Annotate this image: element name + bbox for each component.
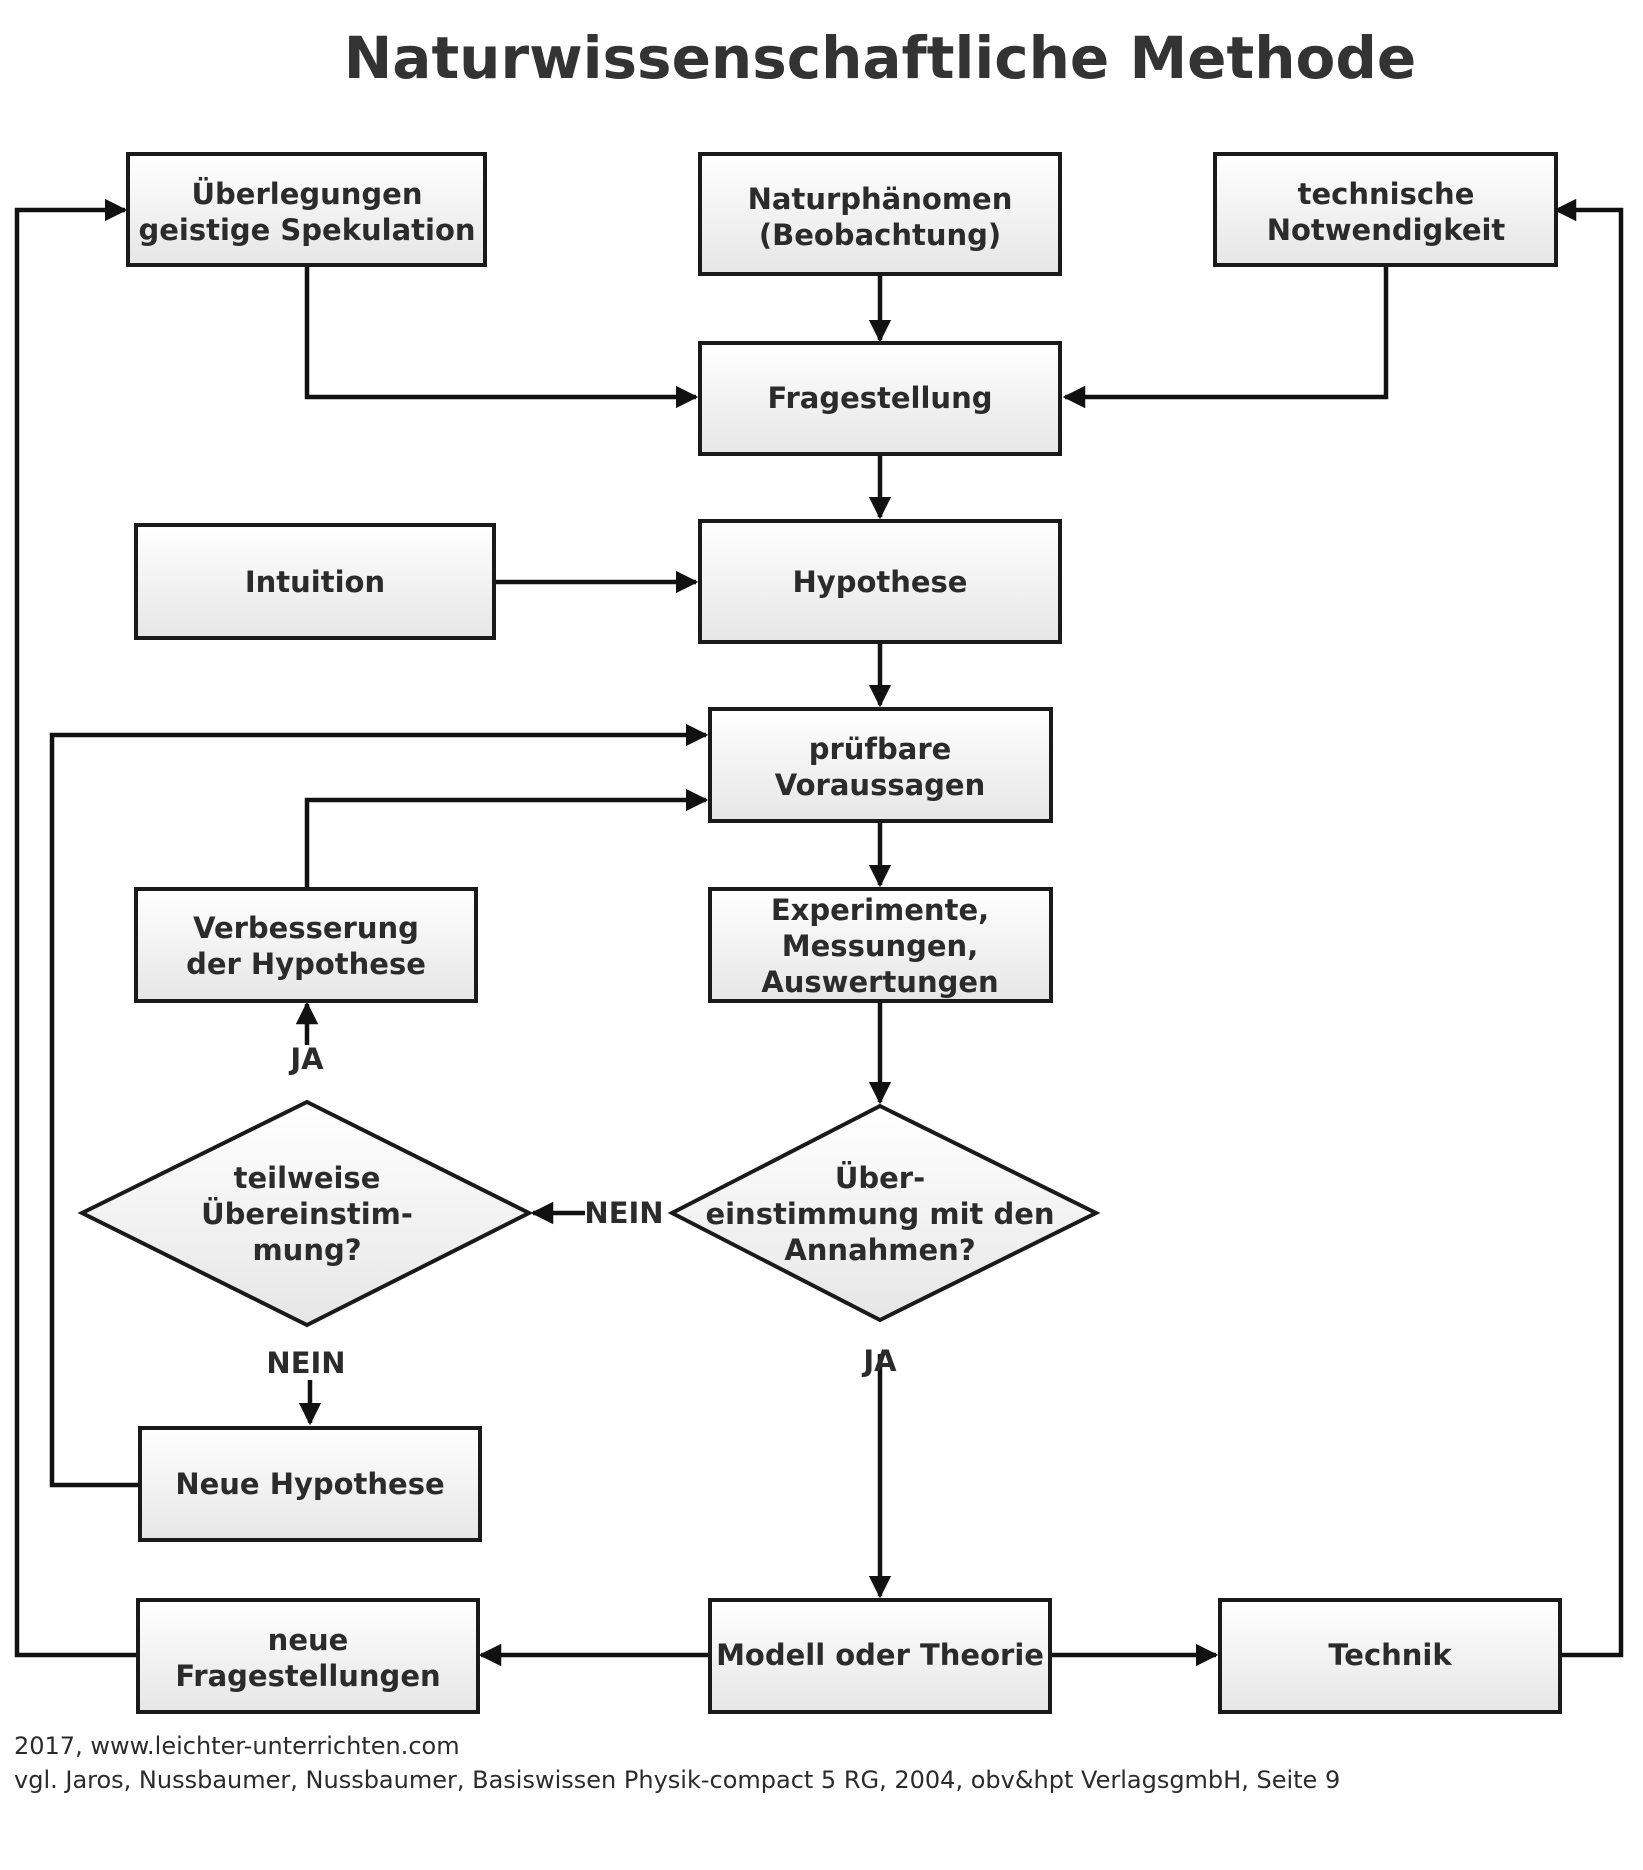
node-naturphaenomen: Naturphänomen(Beobachtung) [698,152,1062,276]
node-fragestellung: Fragestellung [698,341,1062,456]
edges [14,198,1624,1667]
edge-label-nein-teilweise: NEIN [584,1196,663,1230]
node-experimente: Experimente,Messungen,Auswertungen [708,887,1053,1003]
node-technik: Technik [1218,1598,1562,1714]
node-label: Modell oder Theorie [716,1638,1044,1672]
edge-label-ja-verbesserung: JA [288,1042,324,1076]
edge-verbesserung-voraussagen [304,788,709,887]
diagram-title: Naturwissenschaftliche Methode [344,24,1416,92]
edge-neue-fragestellungen-ueberlegungen [14,198,138,1658]
node-label: Hypothese [793,565,968,599]
edge-technik-technische-notwendigkeit [1553,198,1624,1658]
node-label: Naturphänomen(Beobachtung) [748,182,1013,252]
edge-technische-notwendigkeit-fragestellung [1062,264,1389,409]
node-label: Fragestellung [768,381,993,415]
edge-label-nein-neue-hypothese: NEIN [266,1346,345,1380]
edge-ueberlegungen-fragestellung [304,264,699,409]
node-intuition: Intuition [134,523,496,640]
edge-neue-hypothese-voraussagen [49,723,709,1488]
footer-source-line: 2017, www.leichter-unterrichten.com [14,1732,460,1760]
footer-citation-line: vgl. Jaros, Nussbaumer, Nussbaumer, Basi… [14,1766,1340,1794]
node-modell-oder-theorie: Modell oder Theorie [708,1598,1052,1714]
node-label: Neue Hypothese [175,1467,444,1501]
edge-label-ja-modell: JA [861,1344,897,1378]
node-hypothese: Hypothese [698,519,1062,644]
node-label: Technik [1328,1638,1452,1672]
node-label: Intuition [245,565,385,599]
node-label: Experimente,Messungen,Auswertungen [761,893,998,999]
node-neue-hypothese: Neue Hypothese [138,1426,482,1542]
